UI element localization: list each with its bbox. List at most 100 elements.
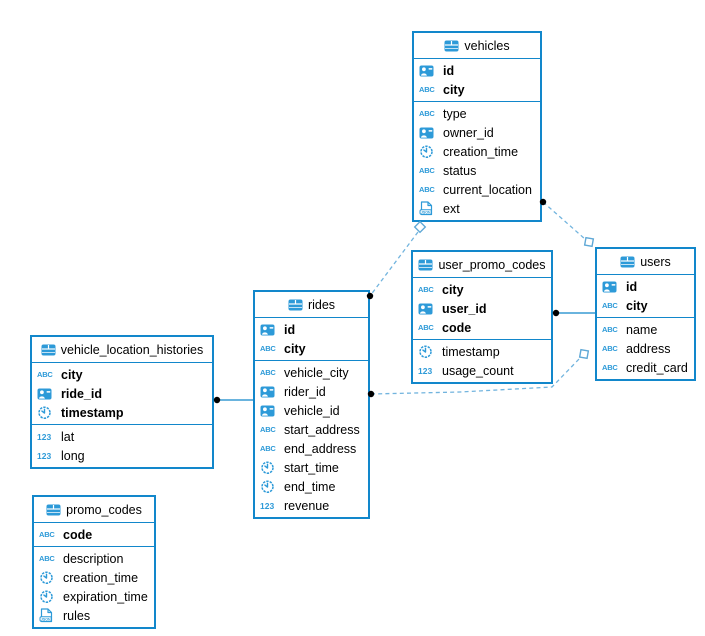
- table-name: user_promo_codes: [438, 257, 546, 272]
- abc-icon: ABC: [39, 530, 55, 539]
- table-header[interactable]: users: [597, 249, 694, 275]
- field-row-expiration_time[interactable]: expiration_time: [34, 587, 154, 606]
- svg-text:JSON: JSON: [41, 617, 51, 621]
- user-badge-icon: [602, 281, 622, 293]
- table-icon: [41, 344, 56, 356]
- table-header[interactable]: user_promo_codes: [413, 252, 551, 278]
- field-row-status[interactable]: ABC status: [414, 161, 540, 180]
- field-label: ride_id: [61, 386, 102, 401]
- field-row-end_address[interactable]: ABC end_address: [255, 439, 368, 458]
- table-icon: [46, 504, 61, 516]
- user-badge-icon: [419, 65, 439, 77]
- abc-icon: ABC: [602, 344, 618, 353]
- field-row-rider_id[interactable]: rider_id: [255, 382, 368, 401]
- field-label: name: [626, 322, 658, 337]
- table-name: promo_codes: [66, 502, 142, 517]
- field-row-vehicle_city[interactable]: ABC vehicle_city: [255, 363, 368, 382]
- field-row-creation_time[interactable]: creation_time: [34, 568, 154, 587]
- connection-line-vehicles-users: [542, 201, 586, 240]
- abc-icon: ABC: [260, 344, 276, 353]
- abc-icon: ABC: [418, 285, 434, 294]
- field-label: id: [443, 63, 455, 78]
- field-label: credit_card: [626, 360, 688, 375]
- field-row-timestamp[interactable]: timestamp: [413, 342, 551, 361]
- field-label: rules: [63, 608, 91, 623]
- field-label: status: [443, 163, 477, 178]
- number-123-icon: 123: [37, 450, 52, 461]
- field-row-city[interactable]: ABC city: [414, 80, 540, 99]
- table-header[interactable]: rides: [255, 292, 368, 318]
- field-row-rules[interactable]: JSON rules: [34, 606, 154, 625]
- field-row-timestamp[interactable]: timestamp: [32, 403, 212, 422]
- user-badge-icon: [37, 388, 57, 400]
- abc-icon: ABC: [260, 425, 276, 434]
- field-label: city: [626, 298, 648, 313]
- field-label: owner_id: [443, 125, 494, 140]
- abc-icon: ABC: [419, 85, 435, 94]
- field-row-ride_id[interactable]: ride_id: [32, 384, 212, 403]
- field-row-start_time[interactable]: start_time: [255, 458, 368, 477]
- field-row-id[interactable]: id: [414, 61, 540, 80]
- field-row-end_time[interactable]: end_time: [255, 477, 368, 496]
- field-row-city[interactable]: ABC city: [597, 296, 694, 315]
- table-header[interactable]: vehicle_location_histories: [32, 337, 212, 363]
- field-label: start_address: [284, 422, 360, 437]
- clock-icon: [39, 570, 59, 585]
- field-row-user_id[interactable]: user_id: [413, 299, 551, 318]
- field-label: vehicle_city: [284, 365, 349, 380]
- table-icon: [444, 40, 459, 52]
- field-row-creation_time[interactable]: creation_time: [414, 142, 540, 161]
- field-row-owner_id[interactable]: owner_id: [414, 123, 540, 142]
- abc-icon: ABC: [602, 363, 618, 372]
- field-label: city: [443, 82, 465, 97]
- svg-text:JSON: JSON: [421, 210, 431, 214]
- abc-icon: ABC: [260, 444, 276, 453]
- field-row-id[interactable]: id: [255, 320, 368, 339]
- table-header[interactable]: promo_codes: [34, 497, 154, 523]
- field-label: end_address: [284, 441, 357, 456]
- field-row-start_address[interactable]: ABC start_address: [255, 420, 368, 439]
- table-name: rides: [307, 297, 336, 312]
- abc-icon: ABC: [602, 301, 618, 310]
- clock-icon: [260, 460, 280, 475]
- connection-dot-marker: [213, 396, 221, 404]
- abc-icon: ABC: [260, 368, 276, 377]
- field-row-name[interactable]: ABC name: [597, 320, 694, 339]
- field-label: vehicle_id: [284, 403, 340, 418]
- field-row-vehicle_id[interactable]: vehicle_id: [255, 401, 368, 420]
- number-123-icon: 123: [260, 500, 275, 511]
- table-header[interactable]: vehicles: [414, 33, 540, 59]
- abc-icon: ABC: [419, 166, 435, 175]
- field-row-id[interactable]: id: [597, 277, 694, 296]
- abc-icon: ABC: [602, 325, 618, 334]
- field-row-credit_card[interactable]: ABC credit_card: [597, 358, 694, 377]
